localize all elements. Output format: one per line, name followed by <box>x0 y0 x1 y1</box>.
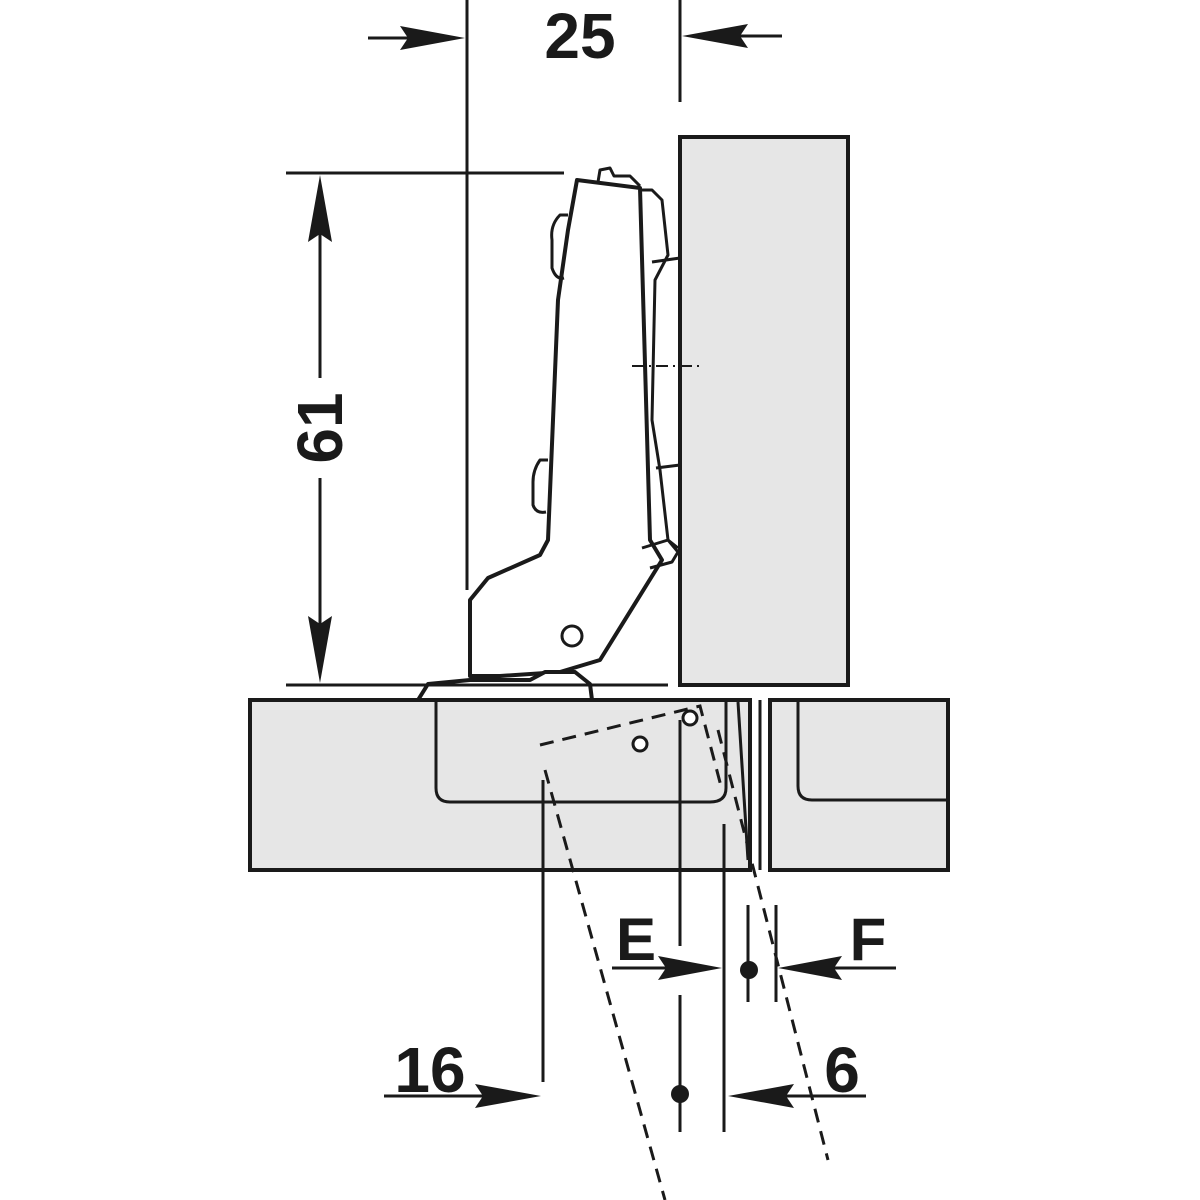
hinge-pivot-lever <box>641 538 680 570</box>
dim-25-arrow-left <box>400 26 465 50</box>
dim-f-label: F <box>850 906 887 973</box>
dim-16-point <box>671 1085 689 1103</box>
hinge-top-tab <box>596 166 642 188</box>
dim-e-arrow <box>658 956 722 980</box>
hinge-mounting-plate-side <box>651 256 682 470</box>
right-panel-recess <box>796 702 946 802</box>
dim-61-arrow-bottom <box>308 616 332 683</box>
open-door-outline <box>539 704 724 791</box>
dim-25-arrow-right <box>682 24 748 48</box>
hinge-screw-bump-lower <box>531 458 548 514</box>
cabinet-side-panel-right <box>768 698 950 872</box>
open-door-edge-right <box>716 729 830 1161</box>
open-door-edge-left <box>543 769 667 1200</box>
open-door-hole-a <box>631 735 649 753</box>
dim-61-label: 61 <box>284 392 356 463</box>
dim-16-arrow <box>475 1084 541 1108</box>
dim-6-label: 6 <box>824 1034 860 1106</box>
open-door-hole-b <box>681 709 699 727</box>
dim-25-label: 25 <box>544 0 615 72</box>
dim-16-label: 16 <box>394 1034 465 1106</box>
dim-6-arrow <box>728 1084 794 1108</box>
hinge-arm <box>468 178 664 678</box>
dim-e-point <box>740 961 758 979</box>
dim-61-arrow-top <box>308 175 332 242</box>
door-panel <box>678 135 850 687</box>
hinge-inner-contour <box>640 188 679 550</box>
hinge-screw-bump-upper <box>550 213 568 280</box>
cabinet-side-panel-left <box>248 698 752 872</box>
panel-edge-line <box>736 701 750 861</box>
dim-e-label: E <box>616 906 656 973</box>
dim-f-arrow <box>778 956 842 980</box>
cup-recess <box>434 702 728 804</box>
hinge-pivot-hole <box>560 624 584 648</box>
